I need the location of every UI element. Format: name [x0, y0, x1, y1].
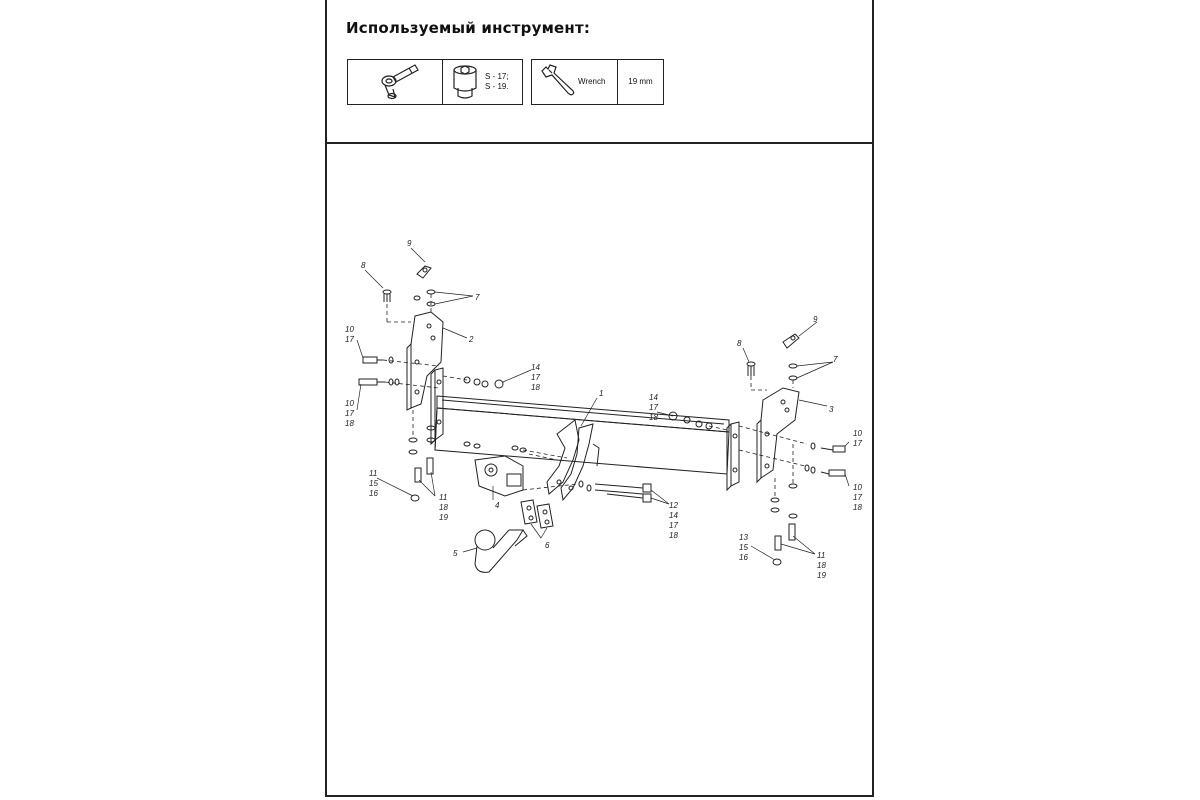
assembly-lines: [382, 294, 808, 498]
callout-11-a: 11: [369, 469, 377, 478]
callout-17-f: 17: [853, 493, 862, 502]
callout-10-b: 10: [345, 399, 354, 408]
callout-11-b: 11: [439, 493, 447, 502]
callout-18-g: 18: [669, 531, 678, 540]
callout-18-b: 18: [345, 419, 354, 428]
callout-11-d: 11: [817, 551, 825, 560]
ratchet-handle-icon: [381, 64, 419, 100]
tool-box-wrench: Wrench 19 mm: [531, 59, 664, 105]
callout-13: 13: [739, 533, 748, 542]
callout-3: 3: [829, 405, 834, 414]
bolt-10-left-upper: [362, 356, 394, 364]
washers-left-top: [413, 289, 436, 307]
nuts-row-upper: [463, 376, 504, 389]
callout-19-d: 19: [817, 571, 826, 580]
socket-plate-part-4: [463, 441, 527, 497]
bolt-10-right-upper: [810, 442, 846, 453]
callout-17-e: 17: [853, 439, 862, 448]
callout-9-right: 9: [813, 315, 818, 324]
callout-17-b: 17: [345, 409, 354, 418]
callout-10-a: 10: [345, 325, 354, 334]
tow-hitch-diagram: 9 8 7 2 10 17 10 17 18 14 17 18 1 14 17 …: [345, 239, 862, 580]
callout-18-e: 18: [649, 413, 658, 422]
callout-10-c: 10: [853, 429, 862, 438]
callout-8-left: 8: [361, 261, 366, 270]
callout-14-a: 14: [531, 363, 540, 372]
bolt-8-right: [746, 361, 756, 376]
callout-18-f: 18: [853, 503, 862, 512]
callout-7-left: 7: [475, 293, 480, 302]
callout-labels: 9 8 7 2 10 17 10 17 18 14 17 18 1 14 17 …: [345, 239, 862, 580]
exploded-assembly-diagram: 9 8 7 2 10 17 10 17 18 14 17 18 1 14 17 …: [327, 144, 872, 795]
socket-sizes: S - 17; S - 19.: [485, 72, 509, 92]
callout-15-b: 15: [739, 543, 748, 552]
wrench-cell: Wrench: [532, 60, 618, 104]
callout-18-d: 18: [531, 383, 540, 392]
callout-5: 5: [453, 549, 458, 558]
callout-14-c: 14: [669, 511, 678, 520]
callout-18-c: 18: [439, 503, 448, 512]
socket-size-19: S - 19.: [485, 82, 509, 91]
callout-14-b: 14: [649, 393, 658, 402]
callout-4: 4: [495, 501, 500, 510]
callout-10-d: 10: [853, 483, 862, 492]
ratchet-cell: [348, 60, 443, 104]
tools-title: Используемый инструмент:: [346, 19, 591, 37]
spacer-plates-part-6: [520, 499, 554, 529]
bolts-right-lower: [770, 483, 798, 566]
washers-right-top: [788, 363, 798, 381]
callout-12: 12: [669, 501, 678, 510]
wrench-size: 19 mm: [628, 77, 653, 86]
wrench-label: Wrench: [578, 77, 606, 86]
crossbar-right-plate: [726, 421, 740, 492]
instruction-sheet: Используемый инструмент:: [325, 0, 874, 797]
callout-8-right: 8: [737, 339, 742, 348]
wrench-icon: [541, 64, 575, 96]
center-bracket: [546, 419, 600, 502]
callout-2: 2: [468, 335, 474, 344]
tool-box-ratchet-socket: S - 17; S - 19.: [347, 59, 523, 105]
callout-17-g: 17: [669, 521, 678, 530]
socket-head-icon: [453, 65, 477, 99]
callout-17-d: 17: [649, 403, 658, 412]
callout-17-a: 17: [345, 335, 354, 344]
bolts-left-lower: [408, 425, 436, 502]
crossbar-part: [434, 395, 730, 475]
socket-size-17: S - 17;: [485, 72, 509, 81]
callout-6: 6: [545, 541, 550, 550]
right-side-bracket: [756, 387, 800, 484]
left-side-bracket: [406, 311, 444, 411]
callout-17-c: 17: [531, 373, 540, 382]
bolt-10-left-lower: [358, 378, 400, 386]
wrench-size-cell: 19 mm: [618, 60, 663, 104]
callout-leaders: [356, 247, 850, 561]
nuts-row-mid: [668, 411, 713, 430]
tow-ball-part-5: [474, 529, 528, 573]
callout-1: 1: [599, 389, 603, 398]
callout-15-a: 15: [369, 479, 378, 488]
callout-9-left: 9: [407, 239, 412, 248]
bolt-10-right-lower: [804, 464, 846, 477]
strip-plate-left: [416, 265, 432, 279]
socket-cell: S - 17; S - 19.: [443, 60, 522, 104]
bolt-8-left: [382, 289, 392, 302]
long-bolts-part-12: [578, 480, 652, 503]
callout-16-b: 16: [739, 553, 748, 562]
callout-18-h: 18: [817, 561, 826, 570]
callout-16-a: 16: [369, 489, 378, 498]
callout-7-right: 7: [833, 355, 838, 364]
callout-19-c: 19: [439, 513, 448, 522]
strip-plate-right: [782, 333, 800, 349]
tools-section: Используемый инструмент:: [327, 0, 872, 144]
